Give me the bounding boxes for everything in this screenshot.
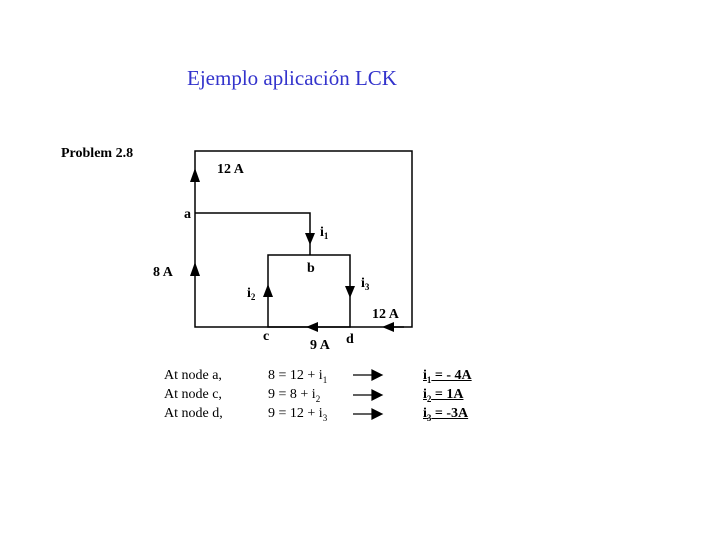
arrow-left-12a [382,322,394,332]
outer-loop [194,150,413,328]
label-i3: i3 [361,276,370,292]
label-node-c: c [263,329,269,344]
eq-node-label-0: At node a, [164,368,222,383]
result-1: i2 = 1A [423,387,464,404]
equation-2: 9 = 12 + i3 [268,406,328,423]
arrow-up-8a [190,262,200,276]
problem-label: Problem 2.8 [61,146,134,161]
label-i1: i1 [320,225,329,241]
label-node-a: a [184,207,191,222]
label-i2: i2 [247,286,256,302]
label-right-current: 12 A [372,307,400,322]
label-node-d: d [346,332,354,347]
label-bottom-current: 9 A [310,338,331,353]
eq-node-label-1: At node c, [164,387,222,402]
arrow-left-9a [306,322,318,332]
result-arrows [353,369,384,420]
arrow-up-i2 [263,284,273,297]
arrow-right-icon [371,369,384,381]
eq-node-label-2: At node d, [164,406,223,421]
arrow-down-i3 [345,286,355,298]
result-0: i1 = - 4A [423,368,472,385]
label-node-b: b [307,261,315,276]
arrow-right-icon [371,408,384,420]
label-left-current: 8 A [153,265,174,280]
arrow-up-12a [190,168,200,182]
slide-title: Ejemplo aplicación LCK [187,66,397,90]
branch-a-b [195,212,311,255]
result-2: i3 = -3A [423,406,469,423]
equation-1: 9 = 8 + i2 [268,387,321,404]
equation-0: 8 = 12 + i1 [268,368,328,385]
label-top-current: 12 A [217,162,245,177]
arrow-down-i1 [305,233,315,245]
arrow-right-icon [371,389,384,401]
